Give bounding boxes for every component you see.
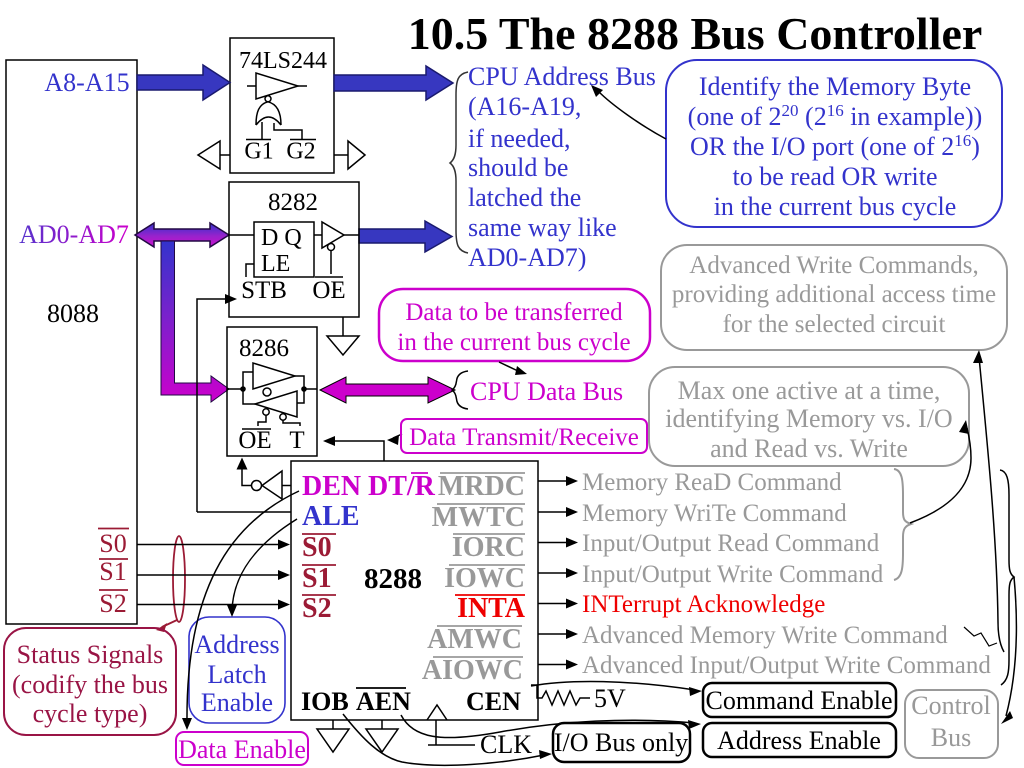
svg-text:IOWC: IOWC <box>444 563 525 594</box>
svg-text:Memory ReaD Command: Memory ReaD Command <box>582 469 842 496</box>
svg-text:AD0-AD7): AD0-AD7) <box>468 243 586 272</box>
svg-text:latched the: latched the <box>468 183 581 212</box>
svg-text:AEN: AEN <box>356 687 411 716</box>
svg-text:S2: S2 <box>302 593 332 624</box>
svg-text:cycle type): cycle type) <box>33 699 148 728</box>
svg-text:10.5 The 8288 Bus Controller: 10.5 The 8288 Bus Controller <box>408 8 983 59</box>
svg-text:AIOWC: AIOWC <box>422 655 523 686</box>
svg-text:CEN: CEN <box>466 687 521 716</box>
svg-text:OE: OE <box>238 427 271 454</box>
svg-text:STB: STB <box>241 277 287 304</box>
svg-text:same way like: same way like <box>468 213 617 242</box>
svg-text:CPU Data Bus: CPU Data Bus <box>470 377 623 406</box>
svg-text:for the selected circuit: for the selected circuit <box>723 311 946 338</box>
svg-text:8282: 8282 <box>268 189 318 216</box>
svg-text:DEN: DEN <box>302 471 361 502</box>
svg-text:Max one active at a time,: Max one active at a time, <box>678 376 941 405</box>
svg-text:Latch: Latch <box>207 660 266 689</box>
svg-text:Input/Output Write Command: Input/Output Write Command <box>582 561 884 588</box>
svg-text:(A16-A19,: (A16-A19, <box>468 92 581 121</box>
svg-text:Data Transmit/Receive: Data Transmit/Receive <box>409 424 639 451</box>
svg-text:providing additional access ti: providing additional access time <box>672 281 996 308</box>
svg-text:should be: should be <box>468 153 568 182</box>
svg-text:S2: S2 <box>99 589 126 618</box>
svg-text:D Q: D Q <box>261 225 302 251</box>
svg-text:S1: S1 <box>99 557 126 586</box>
svg-text:if needed,: if needed, <box>468 124 571 153</box>
svg-text:S0: S0 <box>302 532 332 563</box>
svg-text:8088: 8088 <box>47 299 99 328</box>
svg-text:G1: G1 <box>244 139 273 165</box>
svg-text:to be read OR write: to be read OR write <box>732 162 937 191</box>
svg-text:OE: OE <box>312 277 345 304</box>
svg-text:ALE: ALE <box>302 501 360 532</box>
svg-text:G2: G2 <box>286 139 315 165</box>
svg-text:DT/R: DT/R <box>368 471 436 502</box>
svg-text:Enable: Enable <box>201 688 273 717</box>
svg-text:Identify the Memory Byte: Identify the Memory Byte <box>699 72 971 101</box>
svg-text:Command Enable: Command Enable <box>705 686 892 715</box>
svg-text:Advanced Input/Output Write Co: Advanced Input/Output Write Command <box>582 652 991 679</box>
svg-text:I/O Bus only: I/O Bus only <box>554 728 688 757</box>
svg-text:74LS244: 74LS244 <box>239 48 327 74</box>
svg-text:Bus: Bus <box>931 723 971 752</box>
svg-text:A8-A15: A8-A15 <box>44 68 129 97</box>
svg-text:Memory WriTe Command: Memory WriTe Command <box>582 500 847 527</box>
svg-text:in the current bus cycle: in the current bus cycle <box>397 329 630 356</box>
svg-text:Advanced Write Commands,: Advanced Write Commands, <box>689 252 978 279</box>
svg-text:Data to be transferred: Data to be transferred <box>405 299 623 326</box>
svg-text:S1: S1 <box>302 563 332 594</box>
svg-text:and Read vs. Write: and Read vs. Write <box>710 434 908 463</box>
svg-text:(codify the bus: (codify the bus <box>12 670 168 699</box>
svg-text:5V: 5V <box>594 684 626 713</box>
svg-text:INTerrupt Acknowledge: INTerrupt Acknowledge <box>582 591 825 618</box>
svg-text:CLK: CLK <box>480 730 532 759</box>
svg-text:identifying Memory vs. I/O: identifying Memory vs. I/O <box>665 404 952 433</box>
svg-text:Address: Address <box>194 630 279 659</box>
svg-text:OR the I/O port (one of 216): OR the I/O port (one of 216) <box>690 131 980 161</box>
svg-text:CPU Address Bus: CPU Address Bus <box>468 62 656 91</box>
svg-text:Status Signals: Status Signals <box>17 640 164 669</box>
svg-text:MRDC: MRDC <box>438 471 525 502</box>
svg-text:Input/Output Read Command: Input/Output Read Command <box>582 530 880 557</box>
svg-text:Data Enable: Data Enable <box>178 735 306 764</box>
svg-text:Control: Control <box>911 691 990 720</box>
svg-text:IORC: IORC <box>452 532 525 563</box>
svg-text:AD0-AD7: AD0-AD7 <box>19 220 129 249</box>
svg-text:T: T <box>289 427 304 454</box>
svg-text:IOB: IOB <box>301 687 349 716</box>
svg-text:in the current bus cycle: in the current bus cycle <box>714 192 957 221</box>
svg-text:Advanced Memory Write Command: Advanced Memory Write Command <box>582 622 948 649</box>
svg-text:AMWC: AMWC <box>427 624 522 655</box>
svg-text:INTA: INTA <box>457 593 526 624</box>
svg-text:8288: 8288 <box>364 563 422 595</box>
svg-text:Address Enable: Address Enable <box>717 726 881 755</box>
svg-text:MWTC: MWTC <box>432 502 525 533</box>
svg-text:8286: 8286 <box>239 335 289 362</box>
svg-text:LE: LE <box>261 251 290 277</box>
svg-text:S0: S0 <box>99 529 126 558</box>
